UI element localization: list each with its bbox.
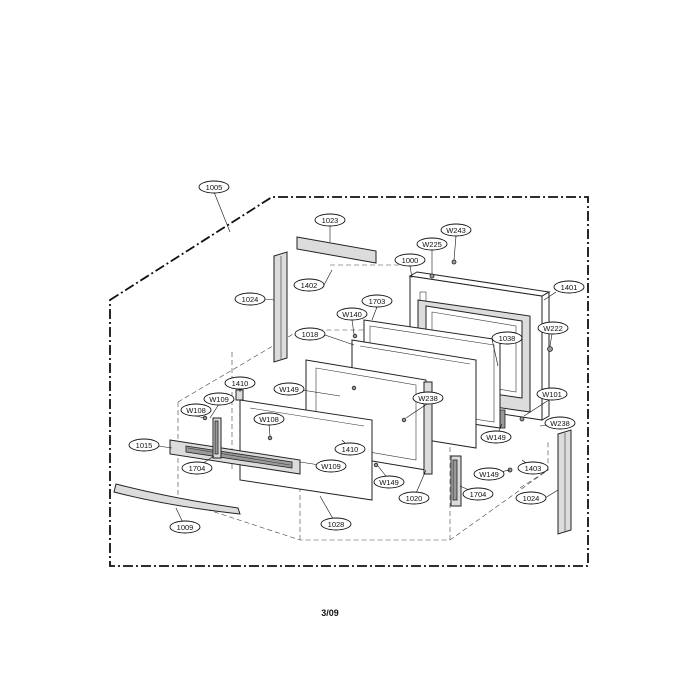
callout-1015: 1015	[128, 438, 160, 452]
svg-text:1015: 1015	[136, 441, 153, 450]
svg-text:W149: W149	[479, 470, 499, 479]
callout-1023: 1023	[314, 213, 346, 227]
svg-text:1018: 1018	[302, 330, 319, 339]
callout-w149-a: W149	[273, 382, 305, 396]
callout-1038: 1038	[491, 331, 523, 345]
callout-1005: 1005	[198, 180, 230, 194]
callout-w225: W225	[416, 237, 448, 251]
svg-text:1038: 1038	[499, 334, 516, 343]
callout-1009: 1009	[169, 520, 201, 534]
callout-1024-right: 1024	[515, 491, 547, 505]
callout-w149-d: W149	[373, 475, 405, 489]
callout-w101: W101	[536, 387, 568, 401]
leader-lines	[157, 191, 561, 528]
svg-text:1410: 1410	[342, 445, 359, 454]
assembly-boundary	[109, 196, 589, 567]
svg-text:W140: W140	[342, 310, 362, 319]
callout-w109-top: W109	[203, 392, 235, 406]
callout-1703: 1703	[361, 294, 393, 308]
callout-1028: 1028	[320, 517, 352, 531]
svg-text:1000: 1000	[402, 256, 419, 265]
svg-text:W225: W225	[422, 240, 442, 249]
svg-text:W238: W238	[550, 419, 570, 428]
callout-1410-top: 1410	[224, 376, 256, 390]
callout-w108-b: W108	[253, 412, 285, 426]
svg-text:1704: 1704	[470, 490, 487, 499]
svg-text:1020: 1020	[406, 494, 423, 503]
svg-text:1703: 1703	[369, 297, 386, 306]
svg-text:1410: 1410	[232, 379, 249, 388]
callout-w140: W140	[336, 307, 368, 321]
side-trim-right-1024	[557, 429, 572, 535]
callout-1000: 1000	[394, 253, 426, 267]
hinge-right-1704	[450, 455, 462, 507]
svg-text:W238: W238	[418, 394, 438, 403]
side-trim-left-1024	[273, 251, 288, 363]
callout-1402: 1402	[293, 278, 325, 292]
top-trim-1023	[296, 236, 377, 264]
svg-text:W109: W109	[209, 395, 229, 404]
callout-w109-bottom: W109	[315, 459, 347, 473]
callout-1401: 1401	[553, 280, 585, 294]
callout-w238-a: W238	[412, 391, 444, 405]
svg-text:1024: 1024	[242, 295, 259, 304]
svg-text:W108: W108	[259, 415, 279, 424]
callout-w222: W222	[537, 321, 569, 335]
svg-text:W109: W109	[321, 462, 341, 471]
callout-1020: 1020	[398, 491, 430, 505]
svg-text:W149: W149	[379, 478, 399, 487]
svg-text:W149: W149	[279, 385, 299, 394]
svg-text:1005: 1005	[206, 183, 223, 192]
callout-1704-left: 1704	[181, 461, 213, 475]
svg-text:1402: 1402	[301, 281, 318, 290]
svg-text:W243: W243	[446, 226, 466, 235]
callout-w243: W243	[440, 223, 472, 237]
svg-text:1028: 1028	[328, 520, 345, 529]
svg-text:1704: 1704	[189, 464, 206, 473]
door-handle-1009	[113, 483, 241, 515]
callout-w238-b: W238	[544, 416, 576, 430]
svg-text:W222: W222	[543, 324, 563, 333]
callout-1024-left: 1024	[234, 292, 266, 306]
callout-w149-c: W149	[473, 467, 505, 481]
svg-text:1023: 1023	[322, 216, 339, 225]
svg-text:1401: 1401	[561, 283, 578, 292]
svg-text:1403: 1403	[525, 464, 542, 473]
svg-text:W101: W101	[542, 390, 562, 399]
callout-1018: 1018	[294, 327, 326, 341]
callout-1704-right: 1704	[462, 487, 494, 501]
callout-w108-a: W108	[180, 403, 212, 417]
callout-1403: 1403	[517, 461, 549, 475]
svg-text:1009: 1009	[177, 523, 194, 532]
hinge-left-1704	[212, 417, 222, 459]
page-number: 3/09	[321, 608, 339, 618]
callout-1410-bottom: 1410	[334, 442, 366, 456]
svg-text:W108: W108	[186, 406, 206, 415]
svg-text:1024: 1024	[523, 494, 540, 503]
callout-w149-b: W149	[480, 430, 512, 444]
svg-text:W149: W149	[486, 433, 506, 442]
